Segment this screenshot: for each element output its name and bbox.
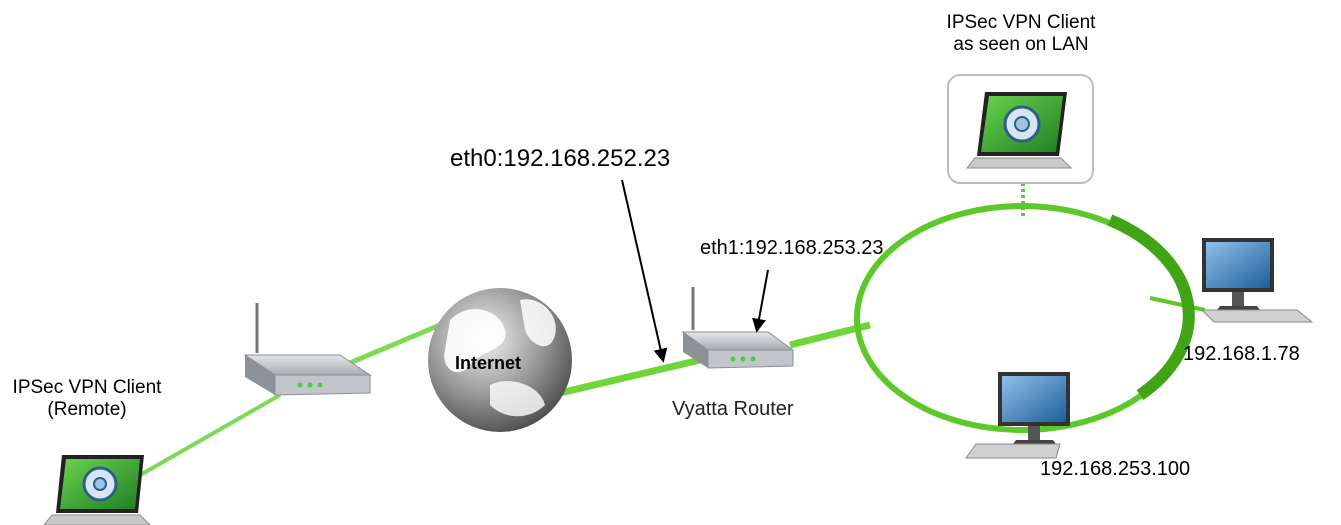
remote-client-label-line2: (Remote)	[47, 399, 127, 420]
link-remote-router-to-internet	[344, 322, 441, 368]
connection-links	[134, 183, 1206, 480]
vpn-client-laptop-icon	[43, 455, 151, 525]
vpn-client-laptop-icon	[965, 92, 1073, 169]
link-internet-to-vyatta	[559, 356, 701, 397]
router-icon	[243, 303, 372, 396]
router-label: Vyatta Router	[672, 398, 794, 420]
eth1-label: eth1:192.168.253.23	[700, 237, 884, 259]
desktop-computer-icon	[1200, 238, 1314, 323]
link-remote-client-to-router	[134, 393, 281, 480]
lan-client-label-line2: as seen on LAN	[953, 34, 1089, 55]
internet-label: Internet	[455, 353, 522, 373]
host-right-ip-label: 192.168.1.78	[1183, 343, 1300, 365]
host-bottom-ip-label: 192.168.253.100	[1040, 458, 1191, 480]
lan-ring-shadow	[1107, 214, 1195, 400]
remote-client-label: IPSec VPN Client (Remote)	[0, 377, 174, 421]
eth0-label: eth0:192.168.252.23	[450, 145, 671, 172]
desktop-computer-icon	[965, 372, 1070, 459]
remote-client-label-line1: IPSec VPN Client	[12, 377, 162, 398]
eth0-pointer-arrow	[621, 179, 668, 363]
link-ring-to-host-right	[1149, 296, 1206, 312]
router-icon	[681, 287, 795, 369]
lan-client-label-line1: IPSec VPN Client	[946, 12, 1096, 33]
lan-client-label: IPSec VPN Client as seen on LAN	[926, 12, 1116, 56]
globe-icon	[428, 288, 572, 432]
eth1-pointer-arrow	[752, 269, 769, 333]
